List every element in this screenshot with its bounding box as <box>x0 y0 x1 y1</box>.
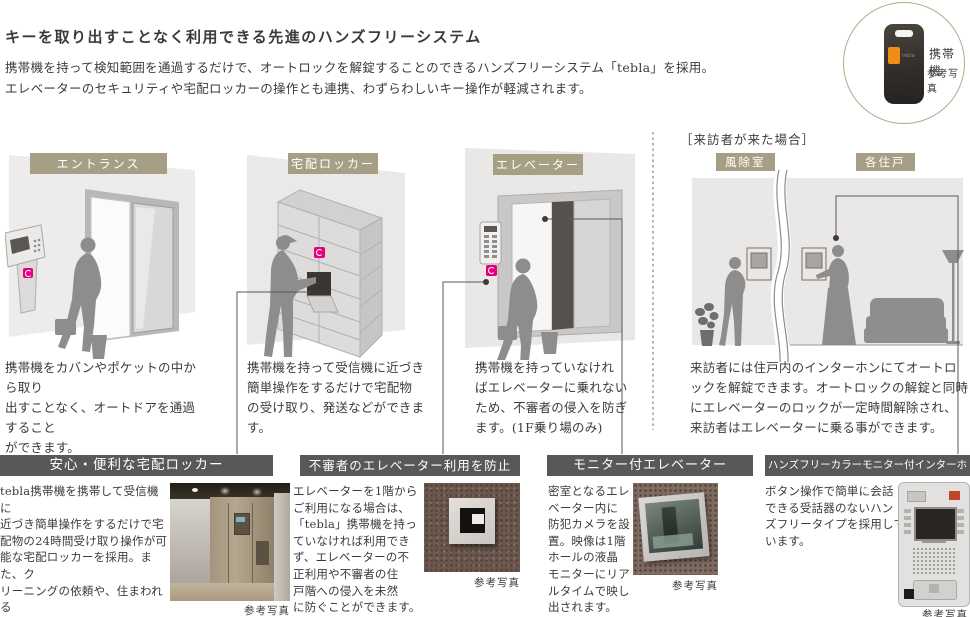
fob-photo-label: 参考写真 <box>927 69 959 95</box>
scene-label-locker: 宅配ロッカー <box>288 153 378 174</box>
visitor-illustration <box>692 170 964 362</box>
scene-label-entrance: エントランス <box>30 153 167 174</box>
monitor-photo <box>633 483 718 575</box>
section-title-locker: 安心・便利な宅配ロッカー <box>0 455 273 476</box>
room-divider-waves <box>773 170 790 362</box>
scene-label-dwelling: 各住戸 <box>856 153 915 171</box>
page-title: キーを取り出すことなく利用できる先進のハンズフリーシステム <box>5 28 482 46</box>
locker-illustration <box>247 155 405 359</box>
tebla-logo-icon <box>23 268 33 278</box>
section-body-intercom: ボタン操作で簡単に会話 できる受話器のないハン ズフリータイプを採用して います… <box>765 484 906 548</box>
locker-caption: 携帯機を持って受信機に近づき 簡単操作をするだけで宅配物 の受け取り、発送などが… <box>247 360 425 435</box>
page-intro: 携帯機を持って検知範囲を通過するだけで、オートロックを解錠することのできるハンズ… <box>5 60 715 96</box>
intercom-photo <box>898 482 970 607</box>
entry-kiosk <box>5 224 46 314</box>
elevator-caption: 携帯機を持っていなけれ ばエレベーターに乗れない ため、不審者の侵入を防ぎ ます… <box>475 360 628 435</box>
keyfob-button <box>888 47 900 64</box>
scene-label-windbreak: 風除室 <box>716 153 775 171</box>
key-reader-photo <box>424 483 520 572</box>
sofa <box>864 298 948 343</box>
entrance-caption: 携帯機をカバンやポケットの中から取り 出すことなく、オートドアを通過すること が… <box>5 360 197 455</box>
locker-room-photo <box>170 483 290 601</box>
scene-label-elevator: エレベーター <box>493 154 583 175</box>
keyfob-brand: tebla <box>902 53 915 59</box>
photo-caption: 参考写真 <box>474 577 520 589</box>
lobby-intercom <box>746 247 772 281</box>
section-title-elevator-security: 不審者のエレベーター利用を防止 <box>300 455 520 476</box>
photo-caption: 参考写真 <box>922 609 968 617</box>
section-title-monitor-elevator: モニター付エレベーター <box>547 455 753 476</box>
photo-caption: 参考写真 <box>672 580 718 592</box>
elevator-keypad <box>479 221 502 265</box>
keyfob-strap-slot <box>895 30 913 37</box>
entrance-illustration <box>5 155 195 359</box>
photo-caption: 参考写真 <box>244 605 290 617</box>
person-silhouette <box>55 237 107 359</box>
fob-photo-circle: tebla 携帯機 参考写真 <box>843 2 965 124</box>
visitor-caption: 来訪者には住戸内のインターホンにてオートロ ックを解錠できます。オートロックの解… <box>690 360 969 435</box>
section-title-intercom: ハンズフリーカラーモニター付インターホン <box>765 455 970 492</box>
visitor-silhouette <box>719 257 746 346</box>
section-body-monitor-elevator: 密室となるエレ ベーター内に 防犯カメラを設 置。映像は1階 ホールの液晶 モニ… <box>548 484 630 615</box>
section-body-locker: tebla携帯機を携帯して受信機に 近づき簡単操作をするだけで宅 配物の24時間… <box>0 484 168 617</box>
tebla-logo-icon <box>314 247 325 258</box>
tebla-logo-icon <box>486 265 497 276</box>
fob-name-label: 携帯機 <box>929 47 956 78</box>
section-body-elevator-security: エレベーターを1階から ご利用になる場合は、 「tebla」携帯機を持っ ていな… <box>293 484 421 615</box>
plant <box>695 303 719 346</box>
visitor-case-label: ［来訪者が来た場合］ <box>680 132 816 147</box>
keyfob-device: tebla <box>884 24 924 104</box>
